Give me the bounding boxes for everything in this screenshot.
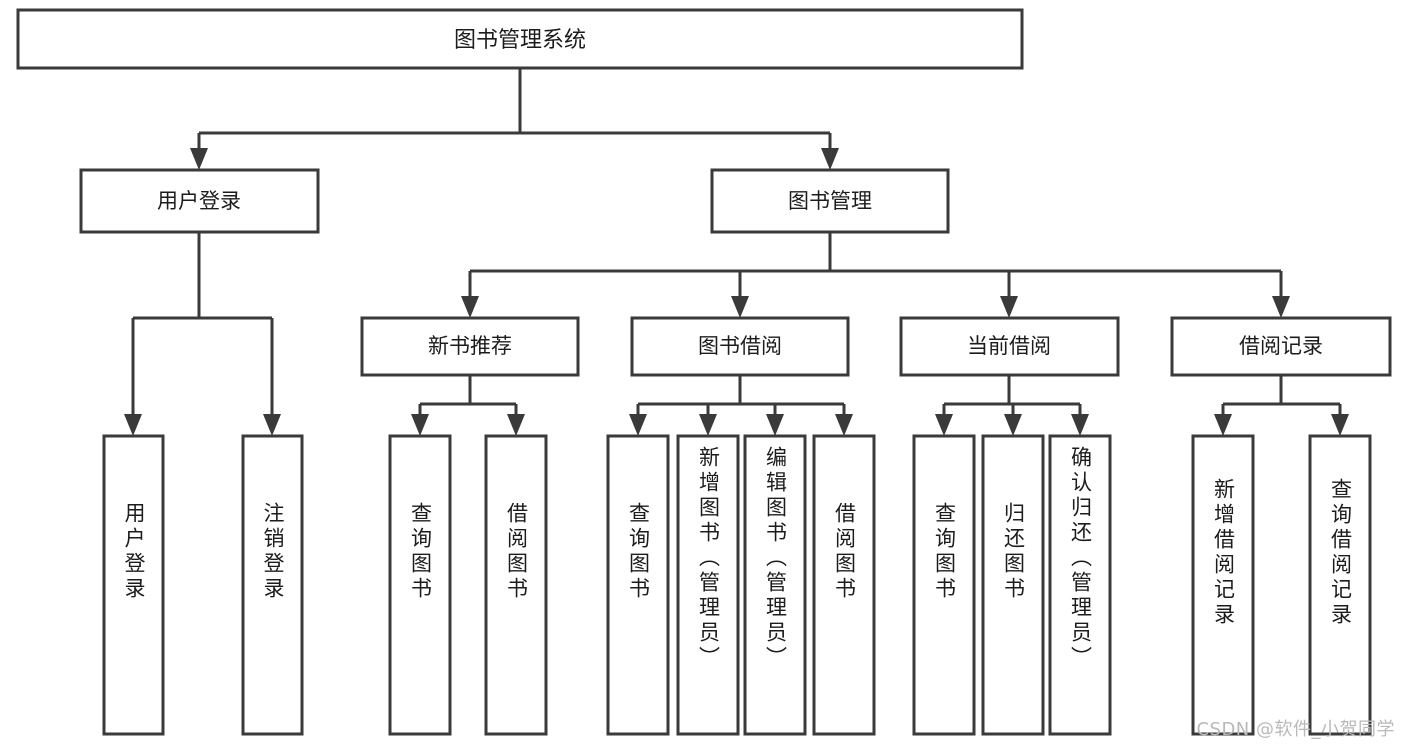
leaf-box-book-borrow-3[interactable]	[743, 434, 807, 736]
arrowhead-new-book	[461, 296, 479, 318]
node-book-borrow[interactable]: 图书借阅	[630, 316, 850, 377]
arrowhead-nb-leaf-2	[507, 414, 525, 436]
leaf-box-current-borrow-1[interactable]	[912, 434, 976, 736]
arrowhead-current-borrow	[1000, 296, 1018, 318]
node-user-login-label: 用户登录	[157, 189, 241, 213]
node-root-label: 图书管理系统	[454, 28, 586, 53]
node-layer: 图书管理系统 用户登录 图书管理 新书推荐 图书借阅 当前	[16, 8, 1392, 736]
arrowhead-ul-leaf-1	[124, 414, 142, 436]
arrowhead-borrow-record	[1272, 296, 1290, 318]
leaf-box-current-borrow-2[interactable]	[981, 434, 1045, 736]
node-new-book-recommend[interactable]: 新书推荐	[360, 316, 580, 377]
arrowhead-bb-leaf-1	[629, 414, 647, 436]
node-new-book-recommend-label: 新书推荐	[428, 334, 512, 358]
arrowhead-br-leaf-2	[1331, 414, 1349, 436]
leaf-box-book-borrow-4[interactable]	[812, 434, 876, 736]
arrowhead-nb-leaf-1	[411, 414, 429, 436]
arrowhead-user-login	[190, 148, 208, 170]
arrowhead-book-borrow	[731, 296, 749, 318]
leaf-box-book-borrow-1[interactable]	[606, 434, 670, 736]
node-book-manage[interactable]: 图书管理	[710, 168, 950, 234]
connector-layer	[124, 68, 1349, 436]
node-borrow-record-label: 借阅记录	[1239, 334, 1323, 358]
arrowhead-cb-leaf-1	[935, 414, 953, 436]
leaf-box-new-book-2[interactable]	[484, 434, 548, 736]
arrowhead-br-leaf-1	[1214, 414, 1232, 436]
leaf-box-borrow-record-2[interactable]	[1308, 434, 1372, 736]
node-user-login[interactable]: 用户登录	[79, 168, 320, 234]
leaf-box-book-borrow-2[interactable]	[676, 434, 740, 736]
node-borrow-record[interactable]: 借阅记录	[1170, 316, 1392, 377]
leaf-box-user-login-1[interactable]	[102, 434, 165, 736]
leaf-box-borrow-record-1[interactable]	[1191, 434, 1255, 736]
arrowhead-book-manage	[821, 148, 839, 170]
csdn-watermark: CSDN @软件_小贺同学	[1196, 719, 1395, 740]
node-current-borrow[interactable]: 当前借阅	[899, 316, 1120, 377]
node-current-borrow-label: 当前借阅	[967, 334, 1051, 358]
arrowhead-cb-leaf-3	[1071, 414, 1089, 436]
arrowhead-cb-leaf-2	[1004, 414, 1022, 436]
arrowhead-bb-leaf-3	[766, 414, 784, 436]
leaf-box-current-borrow-3[interactable]	[1048, 434, 1112, 736]
node-root[interactable]: 图书管理系统	[16, 8, 1024, 70]
arrowhead-bb-leaf-4	[835, 414, 853, 436]
arrowhead-bb-leaf-2	[699, 414, 717, 436]
leaf-box-new-book-1[interactable]	[388, 434, 452, 736]
node-book-borrow-label: 图书借阅	[698, 334, 782, 358]
node-book-manage-label: 图书管理	[788, 189, 872, 213]
leaf-box-user-login-2[interactable]	[241, 434, 304, 736]
arrowhead-ul-leaf-2	[263, 414, 281, 436]
